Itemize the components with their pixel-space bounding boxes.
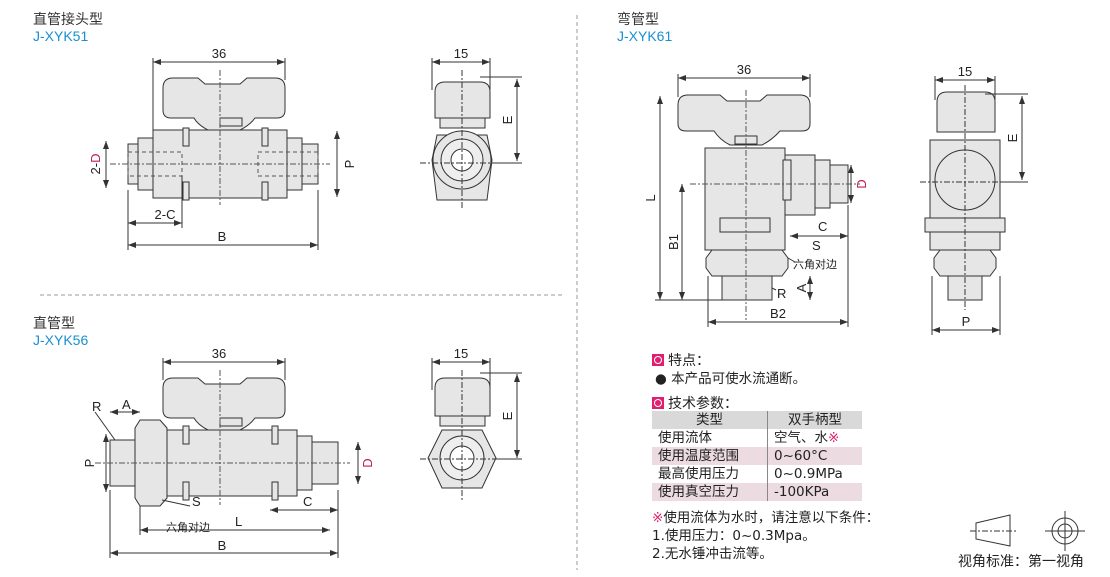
hex-label: 六角对边 (793, 257, 837, 271)
row-value-text: 空气、水 (774, 430, 828, 446)
dim-s: S (192, 494, 201, 509)
section-title-straight-connector: 直管接头型 (33, 12, 103, 28)
note-item: 2.无水锤冲击流等。 (652, 546, 773, 562)
row-label: 使用真空压力 (652, 483, 768, 501)
section-title-straight: 直管型 (33, 316, 75, 332)
feature-item: ● 本产品可使水流通断。 (655, 371, 807, 387)
hex-label: 六角对边 (166, 520, 210, 534)
projection-label: 视角标准：第一视角 (958, 554, 1084, 570)
dim-b1: B1 (666, 234, 681, 250)
specs-heading-text: 技术参数： (668, 396, 738, 412)
section-dividers (40, 15, 578, 570)
row-value: 0~0.9MPa (767, 465, 862, 483)
drawing-xyk51-front (127, 77, 319, 201)
note-item: 1.使用压力：0~0.3Mpa。 (652, 528, 816, 544)
dim-2d-label: 2- (88, 163, 103, 175)
reference-mark: ※ (828, 430, 840, 446)
dim-d: D (360, 458, 375, 467)
dim-b2: B2 (770, 306, 786, 321)
dim-36: 36 (737, 62, 751, 77)
row-value: 空气、水※ (767, 429, 862, 447)
row-value: -100KPa (767, 483, 862, 501)
header-type: 类型 (652, 411, 768, 429)
row-label: 使用温度范围 (652, 447, 768, 465)
note-intro: ※使用流体为水时，请注意以下条件： (652, 509, 879, 527)
drawing-xyk56-front (109, 377, 339, 507)
features-heading: 特点： (652, 350, 710, 370)
dim-e: E (500, 411, 515, 420)
dim-a: A (122, 397, 131, 412)
table-row: 使用流体 空气、水※ (652, 429, 862, 447)
row-label: 使用流体 (658, 430, 712, 446)
table-row: 最高使用压力 0~0.9MPa (652, 465, 862, 483)
circle-marker-icon (652, 354, 664, 366)
dim-l: L (235, 514, 242, 529)
dim-2d-letter: D (88, 154, 103, 163)
dim-15: 15 (958, 64, 972, 79)
dim-r: R (777, 286, 786, 301)
table-header-row: 类型 双手柄型 (652, 411, 862, 429)
dim-l: L (643, 194, 658, 201)
dim-2c: 2-C (155, 207, 176, 222)
feature-item-text: 本产品可使水流通断。 (671, 371, 807, 387)
notes: ※使用流体为水时，请注意以下条件： 1.使用压力：0~0.3Mpa。 2.无水锤… (652, 509, 879, 563)
drawing-xyk61-front (677, 94, 849, 301)
circle-marker-icon (652, 397, 664, 409)
dim-d: D (854, 179, 869, 188)
first-angle-projection-icon (970, 511, 1085, 551)
specs-heading: 技术参数： (652, 393, 738, 413)
row-value: 0~60°C (767, 447, 862, 465)
dim-b: B (218, 538, 227, 553)
model-number-xyk51: J-XYK51 (33, 28, 89, 44)
dim-36: 36 (212, 46, 226, 61)
dim-c: C (818, 219, 827, 234)
dim-15: 15 (454, 346, 468, 361)
dim-15: 15 (454, 46, 468, 61)
reference-mark: ※ (652, 510, 664, 526)
dim-r: R (92, 399, 101, 414)
note-intro-text: 使用流体为水时，请注意以下条件： (663, 510, 880, 526)
table-row: 使用真空压力 -100KPa (652, 483, 862, 501)
section-title-elbow: 弯管型 (617, 12, 659, 28)
dim-e: E (1005, 133, 1020, 142)
dim-2d: 2-D (88, 154, 103, 175)
dim-p: P (82, 459, 97, 468)
dim-p: P (342, 160, 357, 169)
table-row: 使用温度范围 0~60°C (652, 447, 862, 465)
specs-table: 类型 双手柄型 使用流体 空气、水※ 使用温度范围 0~60°C 最高使用压力 … (652, 411, 862, 501)
dim-a: A (794, 283, 809, 292)
dim-36: 36 (212, 346, 226, 361)
row-label: 最高使用压力 (658, 466, 739, 482)
dim-s: S (812, 238, 821, 253)
features-heading-text: 特点： (668, 353, 710, 369)
model-number-xyk61: J-XYK61 (617, 28, 673, 44)
dim-e: E (500, 115, 515, 124)
dim-b: B (218, 229, 227, 244)
model-number-xyk56: J-XYK56 (33, 332, 89, 348)
dim-p: P (962, 314, 971, 329)
header-value: 双手柄型 (767, 411, 862, 429)
dim-c: C (303, 494, 312, 509)
